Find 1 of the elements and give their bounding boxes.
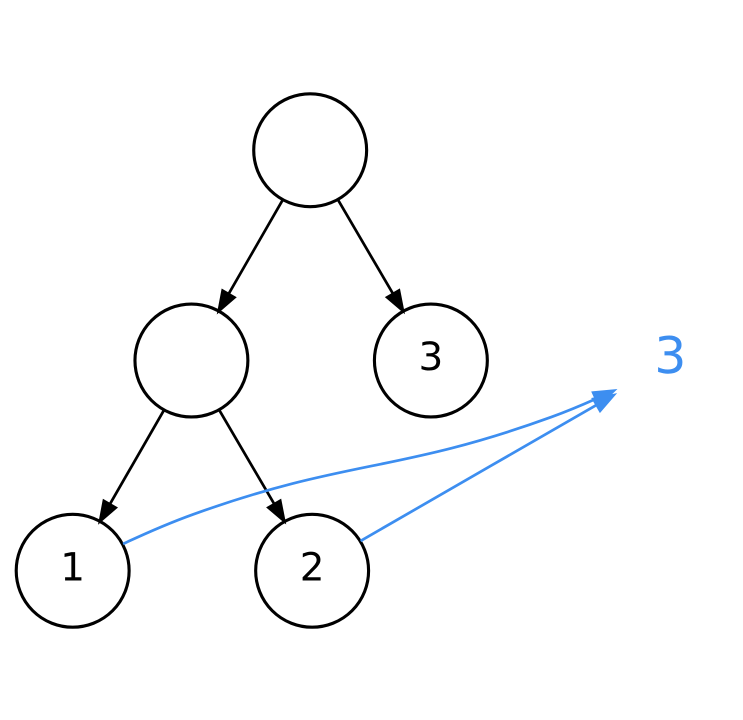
node-text: 3 <box>654 325 686 384</box>
